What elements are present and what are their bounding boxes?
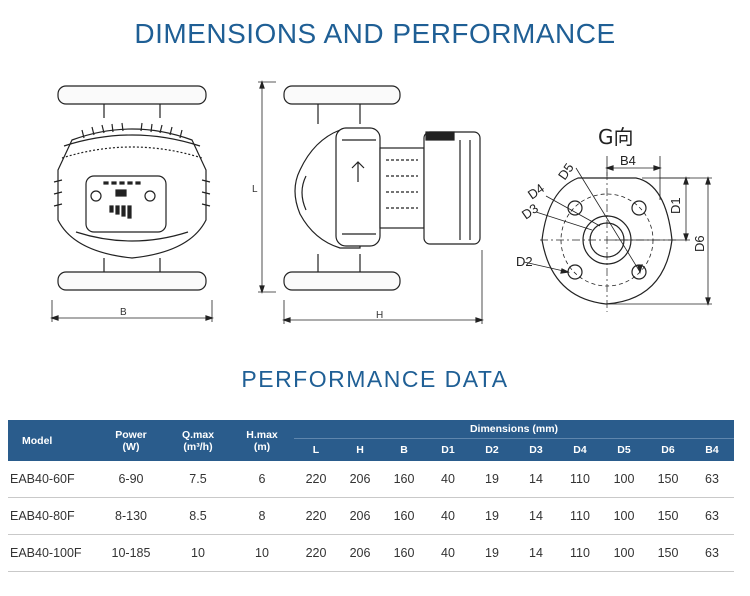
label-d2: D2 — [516, 254, 533, 269]
cell-dim: 160 — [382, 534, 426, 572]
cell-dim: 100 — [602, 497, 646, 535]
header-dim-l: L — [294, 438, 338, 461]
cell-dim: 19 — [470, 461, 514, 498]
header-dim-h: H — [338, 438, 382, 461]
cell-power: 10-185 — [96, 534, 166, 572]
cell-model: EAB40-80F — [8, 497, 96, 535]
table-row: EAB40-60F 6-90 7.5 6 220 206 160 40 19 1… — [8, 461, 734, 498]
cell-dim: 40 — [426, 497, 470, 535]
header-power: Power(W) — [96, 420, 166, 461]
cell-dim: 220 — [294, 461, 338, 498]
cell-dim: 40 — [426, 461, 470, 498]
header-dim-b: B — [382, 438, 426, 461]
cell-model: EAB40-100F — [8, 534, 96, 572]
dimension-label-h: H — [376, 310, 383, 321]
cell-dim: 160 — [382, 461, 426, 498]
cell-model: EAB40-60F — [8, 461, 96, 498]
header-dim-d4: D4 — [558, 438, 602, 461]
cell-dim: 110 — [558, 461, 602, 498]
technical-drawings: B L H — [50, 80, 712, 324]
performance-table: Model Power(W) Q.max(m³/h) H.max(m) Dime… — [8, 420, 734, 572]
cell-dim: 19 — [470, 534, 514, 572]
header-qmax: Q.max(m³/h) — [166, 420, 230, 461]
side-view-drawing — [258, 80, 484, 324]
header-dim-d6: D6 — [646, 438, 690, 461]
label-d4: D4 — [525, 180, 547, 202]
cell-dim: 63 — [690, 534, 734, 572]
cell-dim: 100 — [602, 534, 646, 572]
cell-qmax: 8.5 — [166, 497, 230, 535]
cell-dim: 220 — [294, 497, 338, 535]
table-row: EAB40-80F 8-130 8.5 8 220 206 160 40 19 … — [8, 497, 734, 535]
header-dim-d2: D2 — [470, 438, 514, 461]
cell-dim: 160 — [382, 497, 426, 535]
cell-dim: 14 — [514, 534, 558, 572]
cell-dim: 110 — [558, 497, 602, 535]
label-d5: D5 — [555, 160, 577, 182]
section-title-performance: PERFORMANCE DATA — [241, 366, 509, 392]
cell-dim: 40 — [426, 534, 470, 572]
cell-hmax: 6 — [230, 461, 294, 498]
flange-view-drawing — [523, 156, 712, 312]
front-view-drawing — [50, 85, 214, 322]
cell-dim: 63 — [690, 461, 734, 498]
label-d6: D6 — [692, 235, 707, 252]
label-d3: D3 — [519, 200, 541, 222]
header-dim-d5: D5 — [602, 438, 646, 461]
cell-qmax: 10 — [166, 534, 230, 572]
cell-dim: 150 — [646, 461, 690, 498]
cell-dim: 14 — [514, 497, 558, 535]
cell-power: 8-130 — [96, 497, 166, 535]
header-dimensions: Dimensions (mm) — [294, 420, 734, 439]
cell-dim: 206 — [338, 461, 382, 498]
cell-power: 6-90 — [96, 461, 166, 498]
cell-dim: 150 — [646, 497, 690, 535]
header-model: Model — [8, 420, 96, 461]
cell-dim: 110 — [558, 534, 602, 572]
cell-hmax: 10 — [230, 534, 294, 572]
header-dim-d1: D1 — [426, 438, 470, 461]
header-dim-d3: D3 — [514, 438, 558, 461]
page-title: DIMENSIONS AND PERFORMANCE — [134, 18, 616, 49]
dimension-label-l: L — [252, 184, 258, 195]
label-b4: B4 — [620, 153, 636, 168]
cell-dim: 220 — [294, 534, 338, 572]
header-dim-b4: B4 — [690, 438, 734, 461]
cell-dim: 150 — [646, 534, 690, 572]
cell-dim: 206 — [338, 497, 382, 535]
table-row: EAB40-100F 10-185 10 10 220 206 160 40 1… — [8, 534, 734, 572]
cell-dim: 63 — [690, 497, 734, 535]
cell-hmax: 8 — [230, 497, 294, 535]
header-hmax: H.max(m) — [230, 420, 294, 461]
dimension-label-b: B — [120, 307, 127, 318]
cell-dim: 19 — [470, 497, 514, 535]
cell-dim: 14 — [514, 461, 558, 498]
cell-dim: 206 — [338, 534, 382, 572]
cell-dim: 100 — [602, 461, 646, 498]
cell-qmax: 7.5 — [166, 461, 230, 498]
label-d1: D1 — [668, 197, 683, 214]
view-g-title: G向 — [598, 125, 634, 149]
